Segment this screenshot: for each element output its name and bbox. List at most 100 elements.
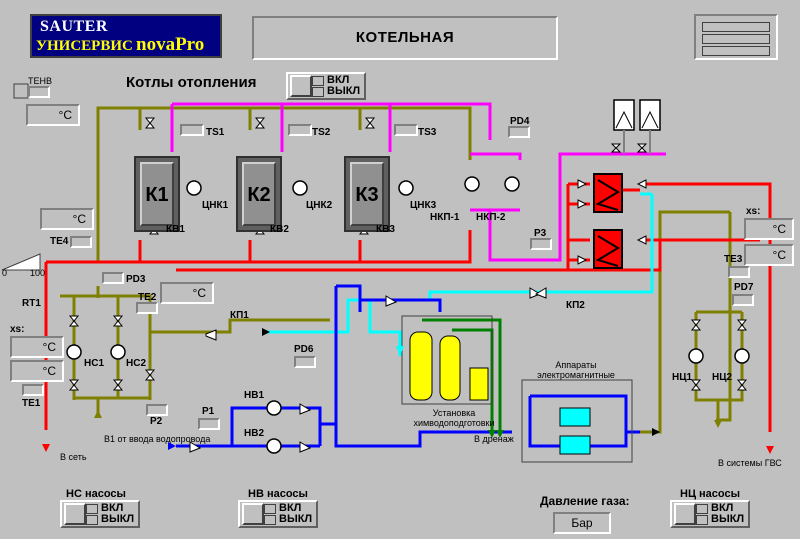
boilers-switch-icon[interactable] bbox=[290, 75, 312, 97]
xs-label-right: xs: bbox=[746, 206, 761, 217]
p3-sensor-box bbox=[530, 238, 552, 250]
rt1-label: RT1 bbox=[22, 298, 41, 309]
hv1-label: НВ1 bbox=[244, 390, 265, 401]
pd7-sensor-box bbox=[732, 294, 754, 306]
red-pipes bbox=[44, 182, 772, 432]
hs1-label: НС1 bbox=[84, 358, 105, 369]
pd4-sensor-box bbox=[508, 126, 530, 138]
boiler-k2-label: К2 bbox=[247, 184, 271, 206]
logo-uniservis: УНИСЕРВИС bbox=[36, 38, 133, 54]
valve-min-label: 0 bbox=[2, 268, 8, 278]
tenv-temp-value: °C bbox=[26, 104, 80, 126]
electromagnet-label: Аппараты электромагнитные bbox=[537, 360, 615, 380]
hs2-label: НС2 bbox=[126, 358, 147, 369]
kp2-label: КП2 bbox=[566, 300, 585, 311]
gas-pressure-value: Бар bbox=[553, 512, 611, 534]
page-title-box: КОТЕЛЬНАЯ bbox=[252, 16, 558, 60]
sensor-label-ts2: TS2 bbox=[312, 127, 331, 138]
boilers-on-label: ВКЛ bbox=[327, 74, 350, 86]
valve-label-kv2: КВ2 bbox=[270, 224, 289, 235]
te4-label: TE4 bbox=[50, 236, 69, 247]
electromagnet-1 bbox=[559, 407, 591, 427]
ts1-sensor-box bbox=[180, 124, 204, 136]
gas-pressure-unit: Бар bbox=[571, 516, 593, 530]
pd6-sensor-box bbox=[294, 356, 316, 368]
treatment-tanks bbox=[409, 331, 489, 401]
water-treatment-label: Установка химводоподготовки bbox=[413, 408, 495, 428]
pump-label-cnk3: ЦНК3 bbox=[410, 200, 437, 211]
te2-label: TE2 bbox=[138, 292, 157, 303]
pd4-label: PD4 bbox=[510, 116, 530, 127]
ts3-sensor-box bbox=[394, 124, 418, 136]
boiler-k3[interactable]: К3 bbox=[344, 156, 390, 232]
sauter-logo: SAUTER УНИСЕРВИС novaPro bbox=[30, 14, 222, 58]
nc-pumps-title: НЦ насосы bbox=[680, 488, 741, 500]
boiler-k2[interactable]: К2 bbox=[236, 156, 282, 232]
te4-temp-value: °C bbox=[40, 208, 94, 230]
sensor-label-ts3: TS3 bbox=[418, 127, 437, 138]
b1-input-label: В1 от ввода водопровода bbox=[104, 434, 211, 444]
p1-label: P1 bbox=[202, 406, 215, 417]
hc1-label: НЦ1 bbox=[672, 372, 693, 383]
ns-pumps-onoff-control[interactable]: ВКЛ ВЫКЛ bbox=[60, 500, 140, 528]
p2-sensor-box bbox=[146, 404, 168, 416]
window-controls bbox=[694, 14, 778, 60]
nc-pumps-onoff-control[interactable]: ВКЛ ВЫКЛ bbox=[670, 500, 750, 528]
nc-switch-icon[interactable] bbox=[674, 503, 696, 525]
logo-sauter: SAUTER bbox=[40, 18, 108, 35]
te1-sensor-box bbox=[22, 384, 44, 396]
boilers-off-indicator bbox=[312, 87, 324, 97]
nkp1-label: НКП-1 bbox=[430, 212, 460, 223]
pump-symbols bbox=[66, 176, 750, 454]
valve-label-kv1: КВ1 bbox=[166, 224, 185, 235]
pd3-label: PD3 bbox=[126, 274, 146, 285]
boiler-k3-label: К3 bbox=[355, 184, 379, 206]
window-restore-button[interactable] bbox=[702, 34, 770, 44]
te2-temp-value: °C bbox=[160, 282, 214, 304]
te3-sensor-box bbox=[728, 266, 750, 278]
logo-novapro: novaPro bbox=[136, 34, 205, 55]
tenv-label: ТЕНВ bbox=[28, 76, 53, 86]
boilers-on-indicator bbox=[312, 76, 324, 86]
pd7-label: PD7 bbox=[734, 282, 754, 293]
kp1-label: КП1 bbox=[230, 310, 249, 321]
water-treatment-frame bbox=[401, 315, 493, 405]
ts2-sensor-box bbox=[288, 124, 312, 136]
nkp2-label: НКП-2 bbox=[476, 212, 506, 223]
pink-pipes bbox=[170, 102, 666, 262]
boiler-k1[interactable]: К1 bbox=[134, 156, 180, 232]
ns-on-label: ВКЛ bbox=[101, 502, 124, 514]
to-network-label: В сеть bbox=[60, 452, 87, 462]
electromagnet-frame bbox=[521, 379, 633, 463]
ns-switch-icon[interactable] bbox=[64, 503, 86, 525]
te1-temp-value-2: °C bbox=[10, 360, 64, 382]
boilers-section-title: Котлы отопления bbox=[126, 74, 257, 91]
nv-switch-icon[interactable] bbox=[242, 503, 264, 525]
ns-pumps-title: НС насосы bbox=[66, 488, 126, 500]
window-close-button[interactable] bbox=[702, 46, 770, 56]
valve-label-kv3: КВ3 bbox=[376, 224, 395, 235]
flow-arrows bbox=[42, 328, 774, 454]
boilers-onoff-control[interactable]: ВКЛ ВЫКЛ bbox=[286, 72, 366, 100]
nv-pumps-onoff-control[interactable]: ВКЛ ВЫКЛ bbox=[238, 500, 318, 528]
boiler-k1-label: К1 bbox=[145, 184, 169, 206]
hv2-label: НВ2 bbox=[244, 428, 265, 439]
expansion-tanks bbox=[613, 99, 661, 154]
sensor-label-ts1: TS1 bbox=[206, 127, 225, 138]
pump-label-cnk1: ЦНК1 bbox=[202, 200, 229, 211]
tenv-sensor-box bbox=[28, 86, 50, 98]
window-minimize-button[interactable] bbox=[702, 22, 770, 32]
nv-on-label: ВКЛ bbox=[279, 502, 302, 514]
nv-pumps-title: НВ насосы bbox=[248, 488, 308, 500]
te1-label: TE1 bbox=[22, 398, 41, 409]
p3-label: P3 bbox=[534, 228, 547, 239]
te4-sensor-box bbox=[70, 236, 92, 248]
p1-sensor-box bbox=[198, 418, 220, 430]
te3-label: TE3 bbox=[724, 254, 743, 265]
pd3-sensor-box bbox=[102, 272, 124, 284]
electromagnet-2 bbox=[559, 435, 591, 455]
gas-pressure-title: Давление газа: bbox=[540, 494, 630, 508]
nc-on-label: ВКЛ bbox=[711, 502, 734, 514]
